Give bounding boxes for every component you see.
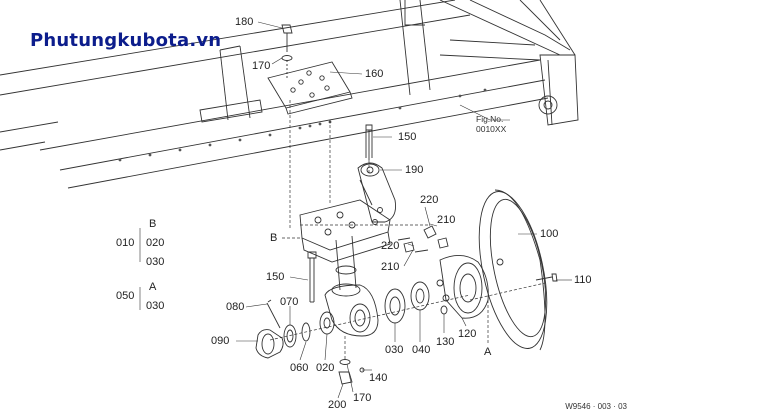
callout-150-left: 150 [266, 271, 285, 283]
callout-040: 040 [412, 344, 431, 356]
disc-blade [478, 189, 548, 351]
callout-220-top: 220 [420, 194, 439, 206]
callout-080: 080 [226, 301, 245, 313]
brand-watermark: Phutungkubota.vn [30, 30, 222, 51]
guide-lines [269, 100, 546, 360]
bolt-110 [535, 273, 558, 282]
callout-100: 100 [540, 228, 559, 240]
callout-220-mid: 220 [381, 240, 400, 252]
legend-g1-bottom: 030 [146, 256, 165, 268]
callout-210-mid: 210 [381, 261, 400, 273]
mounting-plate [267, 61, 353, 115]
callout-090: 090 [211, 335, 230, 347]
housing-bracket [299, 199, 391, 337]
leader-lines [236, 21, 572, 399]
bearing-stack [255, 255, 489, 385]
callout-110: 110 [574, 274, 592, 286]
callout-120: 120 [458, 328, 477, 340]
fig-note-line1: Fig.No. [476, 114, 504, 124]
legend-g1-left: 010 [116, 237, 135, 249]
stud-150-left [307, 251, 317, 303]
legend-g1-top: B [149, 218, 157, 230]
fig-note-line2: 0010XX [476, 124, 507, 134]
callout-160: 160 [365, 68, 384, 80]
legend-g1-mid: 020 [146, 237, 165, 249]
callout-190: 190 [405, 164, 424, 176]
frame-beam [0, 0, 549, 189]
bolt-180 [281, 24, 293, 78]
callout-150-top: 150 [398, 131, 417, 143]
callout-140: 140 [369, 372, 388, 384]
callout-170-top: 170 [252, 60, 271, 72]
callout-070: 070 [280, 296, 299, 308]
frame-bracket [399, 0, 579, 126]
reference-a: A [484, 346, 492, 358]
callout-130: 130 [436, 336, 455, 348]
arm-190 [357, 162, 396, 223]
callout-180: 180 [235, 16, 254, 28]
callout-020: 020 [316, 362, 335, 374]
callout-060: 060 [290, 362, 309, 374]
legend-g2-left: 050 [116, 290, 135, 302]
callout-030: 030 [385, 344, 404, 356]
stud-150-top [365, 124, 373, 160]
figure-code: W9546 · 003 · 03 [565, 402, 627, 411]
frame-post [199, 45, 263, 123]
reference-b: B [270, 232, 278, 244]
bolt-group-210-220 [397, 225, 449, 253]
legend-g2-bottom: 030 [146, 300, 165, 312]
callout-210-top: 210 [437, 214, 456, 226]
callout-170-bottom: 170 [353, 392, 372, 404]
callout-200: 200 [328, 399, 347, 411]
legend-g2-top: A [149, 281, 157, 293]
